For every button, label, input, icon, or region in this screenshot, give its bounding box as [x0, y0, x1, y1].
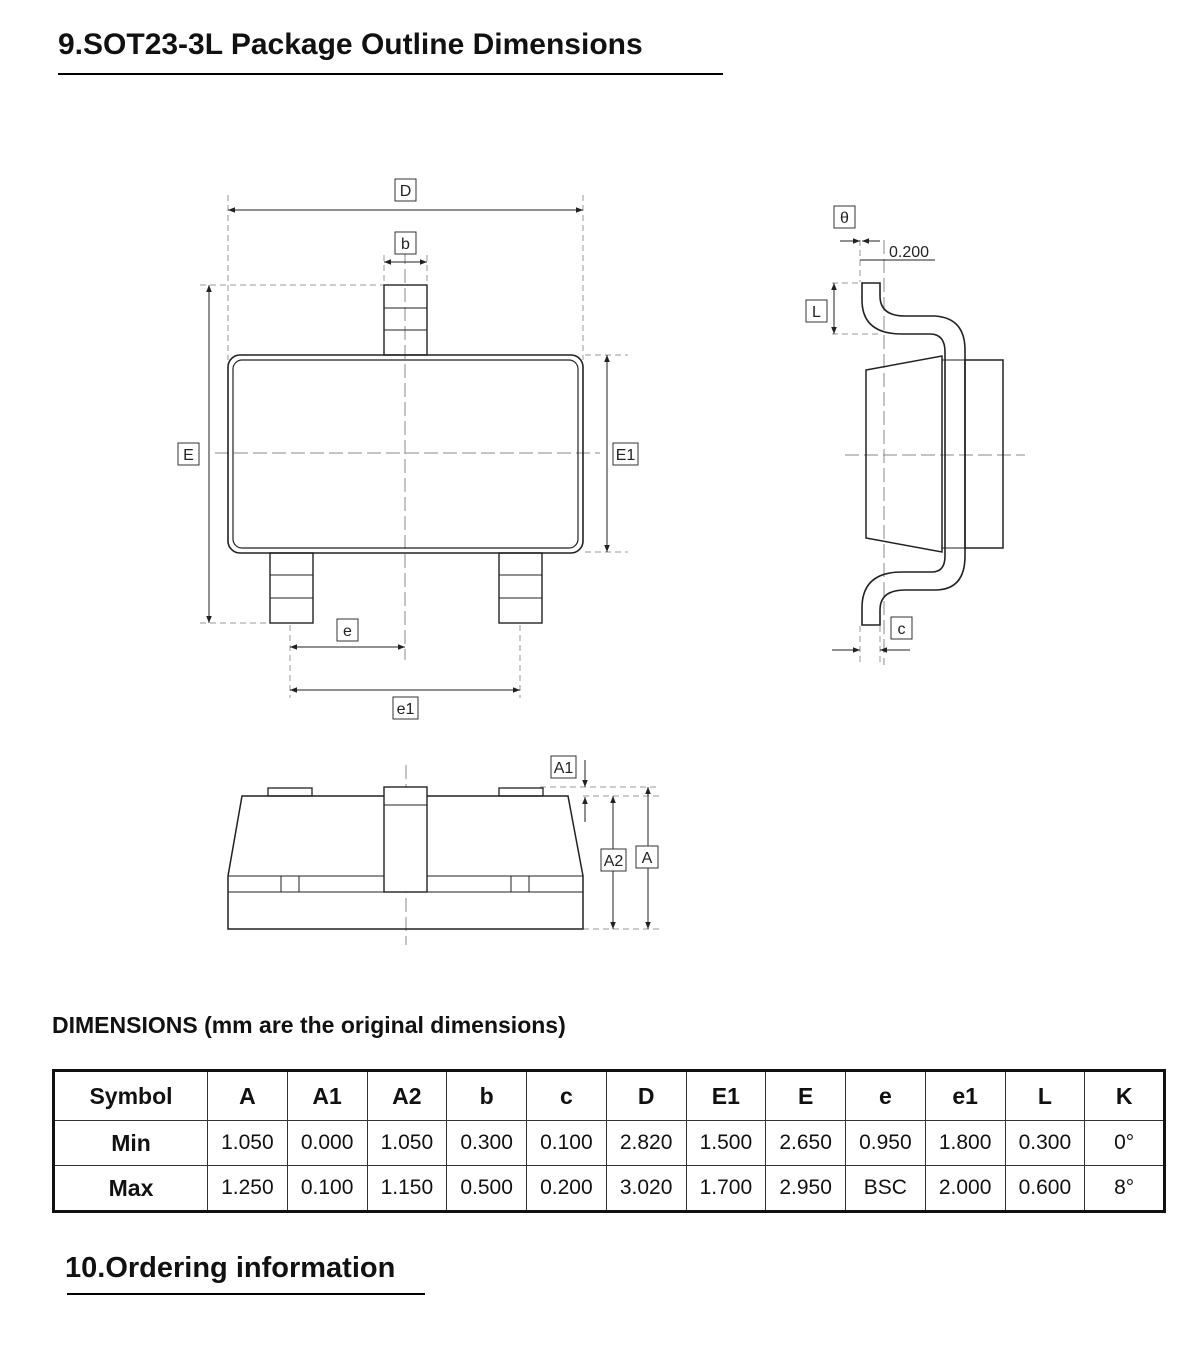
svg-text:E: E	[183, 447, 194, 464]
header-cell: D	[605, 1070, 687, 1121]
table-cell: 0.300	[1004, 1120, 1086, 1166]
front-view	[227, 760, 660, 945]
label-D: D	[394, 178, 417, 202]
label-c: c	[890, 616, 913, 640]
package-outline-drawing: D b E E1 e e1	[177, 178, 1025, 945]
label-e1: e1	[392, 696, 419, 720]
label-clearance: 0.200	[889, 244, 929, 261]
table-cell: 2.950	[765, 1165, 846, 1212]
section-title-underline	[58, 73, 723, 75]
header-cell: E1	[685, 1070, 767, 1121]
svg-text:A2: A2	[604, 853, 624, 870]
table-cell: 2.650	[765, 1120, 846, 1166]
table-cell: BSC	[845, 1165, 926, 1212]
svg-text:L: L	[812, 304, 821, 321]
table-cell: 8°	[1084, 1165, 1165, 1212]
header-cell: c	[526, 1070, 607, 1121]
svg-text:b: b	[401, 236, 410, 253]
svg-text:E1: E1	[616, 447, 636, 464]
table-cell: 0.200	[526, 1165, 607, 1212]
table-cell: 0.950	[845, 1120, 926, 1166]
table-cell: 0.300	[446, 1120, 527, 1166]
table-cell: 1.050	[207, 1120, 288, 1166]
header-cell: A1	[286, 1070, 368, 1121]
section-title: 9.SOT23-3L Package Outline Dimensions	[58, 28, 643, 61]
label-A1: A1	[550, 755, 577, 779]
top-view	[200, 195, 628, 698]
side-view	[831, 238, 1025, 665]
header-cell: L	[1004, 1070, 1086, 1121]
label-A: A	[635, 845, 659, 869]
row-label-max: Max	[53, 1165, 208, 1212]
label-E1: E1	[612, 442, 639, 466]
table-cell: 1.700	[685, 1165, 767, 1212]
svg-text:c: c	[898, 621, 906, 638]
label-b: b	[394, 231, 417, 255]
table-cell: 2.820	[605, 1120, 687, 1166]
table-cell: 0.100	[526, 1120, 607, 1166]
header-cell: e	[845, 1070, 926, 1121]
header-cell: Symbol	[53, 1070, 208, 1121]
table-cell: 2.000	[924, 1165, 1006, 1212]
table-row-max: Max 1.250 0.100 1.150 0.500 0.200 3.020 …	[53, 1165, 1165, 1212]
label-e: e	[336, 618, 359, 642]
table-cell: 1.800	[924, 1120, 1006, 1166]
svg-text:A: A	[642, 850, 653, 867]
label-E: E	[177, 442, 200, 466]
table-row-min: Min 1.050 0.000 1.050 0.300 0.100 2.820 …	[53, 1120, 1165, 1166]
svg-text:θ: θ	[840, 210, 849, 227]
header-cell: A2	[366, 1070, 448, 1121]
table-cell: 0.600	[1004, 1165, 1086, 1212]
svg-text:A1: A1	[554, 760, 574, 777]
table-cell: 0°	[1084, 1120, 1165, 1166]
next-section-title: 10.Ordering information	[65, 1252, 396, 1284]
next-section-title-underline	[67, 1293, 425, 1295]
table-cell: 0.500	[446, 1165, 527, 1212]
header-cell: e1	[924, 1070, 1006, 1121]
dimensions-table: Symbol A A1 A2 b c D E1 E e e1 L K Min 1…	[52, 1069, 1166, 1213]
table-cell: 0.000	[286, 1120, 368, 1166]
header-cell: K	[1084, 1070, 1165, 1121]
header-cell: b	[446, 1070, 527, 1121]
table-cell: 0.100	[286, 1165, 368, 1212]
table-cell: 1.050	[366, 1120, 448, 1166]
svg-text:D: D	[400, 183, 412, 200]
svg-text:e1: e1	[397, 701, 415, 718]
svg-text:0.200: 0.200	[889, 244, 929, 261]
table-cell: 1.250	[207, 1165, 288, 1212]
table-cell: 1.150	[366, 1165, 448, 1212]
label-theta: θ	[833, 205, 856, 229]
row-label-min: Min	[53, 1120, 208, 1166]
label-L: L	[805, 299, 828, 323]
header-cell: A	[207, 1070, 288, 1121]
svg-text:e: e	[343, 623, 352, 640]
table-cell: 1.500	[685, 1120, 767, 1166]
table-cell: 3.020	[605, 1165, 687, 1212]
label-A2: A2	[600, 848, 627, 872]
table-header-row: Symbol A A1 A2 b c D E1 E e e1 L K	[53, 1070, 1165, 1121]
dimensions-title: DIMENSIONS (mm are the original dimensio…	[52, 1012, 566, 1038]
header-cell: E	[765, 1070, 846, 1121]
